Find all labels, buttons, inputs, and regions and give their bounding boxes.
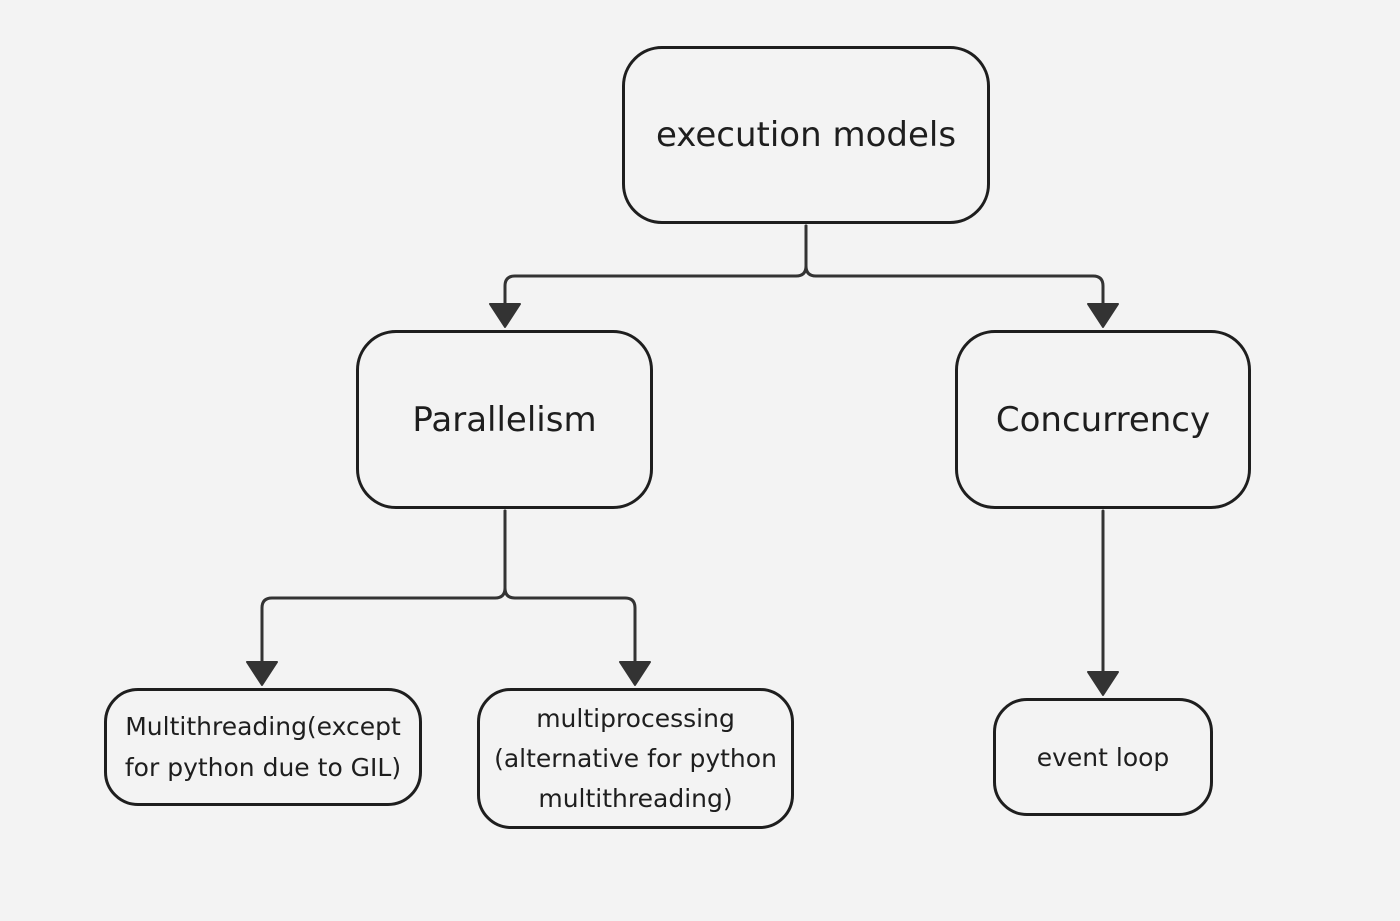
node-label: event loop <box>1036 742 1170 772</box>
arrowhead-parallelism <box>489 303 521 328</box>
connector-root-to-concurrency <box>804 224 1105 308</box>
connector-parallelism-to-multithreading <box>260 509 507 666</box>
connector-root-to-parallelism <box>503 224 808 308</box>
arrowhead-multithreading <box>246 661 278 686</box>
node-label: Concurrency <box>995 399 1211 440</box>
node-multiprocessing[interactable]: multiprocessing (alternative for python … <box>477 688 794 829</box>
connector-parallelism-to-multiprocessing <box>503 509 637 666</box>
node-label: Multithreading(except for python due to … <box>124 712 402 782</box>
node-label: multiprocessing (alternative for python … <box>494 703 777 813</box>
node-label: execution models <box>655 115 957 155</box>
node-event-loop[interactable]: event loop <box>993 698 1213 816</box>
node-execution-models[interactable]: execution models <box>622 46 990 224</box>
node-multithreading[interactable]: Multithreading(except for python due to … <box>104 688 422 806</box>
arrowhead-event-loop <box>1087 671 1119 696</box>
node-parallelism[interactable]: Parallelism <box>356 330 653 509</box>
node-label: Parallelism <box>412 399 597 440</box>
arrowhead-multiprocessing <box>619 661 651 686</box>
arrowhead-concurrency <box>1087 303 1119 328</box>
node-concurrency[interactable]: Concurrency <box>955 330 1251 509</box>
